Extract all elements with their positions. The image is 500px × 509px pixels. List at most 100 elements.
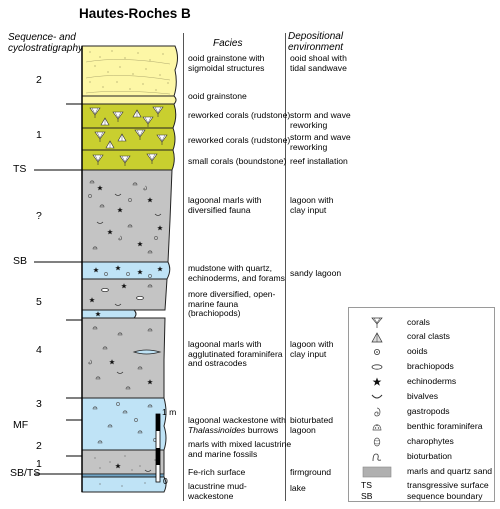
legend-label: benthic foraminifera: [407, 421, 483, 431]
legend-item: echinoderms: [349, 375, 494, 389]
environment-line: lake: [290, 483, 306, 493]
facies-column-divider: [183, 33, 184, 501]
facies-line: marine fauna: [188, 298, 239, 309]
legend-item: bivalves: [349, 390, 494, 404]
facies-line-rest: burrows: [245, 424, 279, 435]
sb-abbrev: SB: [361, 491, 373, 501]
sequence-label-question: ?: [36, 210, 42, 222]
environment-text: ooid shoal with tidal sandwave: [290, 53, 347, 73]
echinoderms-icon: [359, 375, 395, 389]
sequence-label-sb: SB: [13, 255, 28, 267]
gastropods-icon: [359, 405, 395, 419]
environment-line: lagoon with: [290, 339, 334, 349]
facies-line: marls with mixed lacustrine: [188, 439, 292, 449]
charophytes-icon: [359, 435, 395, 449]
facies-line: ooid grainstone with: [188, 53, 265, 63]
environment-text: reef installation: [290, 156, 348, 167]
benthic-foraminifera-icon: [359, 420, 395, 434]
facies-line: Thalassinoides burrows: [188, 424, 286, 436]
environment-line: firmground: [290, 467, 332, 477]
facies-text: small corals (boundstone): [188, 156, 287, 167]
legend-item: brachiopods: [349, 360, 494, 374]
facies-line: reworked corals (rudstone): [188, 135, 291, 145]
facies-line: lagoonal marls with: [188, 339, 262, 349]
environment-text: firmground: [290, 467, 332, 478]
legend-label: echinoderms: [407, 376, 457, 386]
environment-line: storm and wave: [290, 132, 351, 142]
environment-line: lagoon: [290, 424, 316, 435]
legend-label: gastropods: [407, 406, 450, 416]
legend-label: charophytes: [407, 436, 454, 446]
legend-label: bioturbation: [407, 451, 452, 461]
facies-line: sigmoidal structures: [188, 62, 265, 73]
facies-text: reworked corals (rudstone): [188, 135, 291, 146]
facies-line: lagoonal wackestone with: [188, 415, 286, 425]
environment-column-divider: [285, 33, 286, 501]
legend-label: marls and quartz sand: [407, 466, 493, 476]
sequence-label-2-top: 2: [36, 74, 42, 86]
facies-text: lagoonal wackestone with Thalassinoides …: [188, 415, 286, 436]
facies-line: wackestone: [188, 490, 234, 501]
environment-text: lagoon with clay input: [290, 339, 334, 359]
legend-label: bivalves: [407, 391, 439, 401]
legend-label: coral clasts: [407, 331, 450, 341]
facies-text: lagoonal marls with agglutinated foramin…: [188, 339, 283, 369]
legend: corals coral clasts ooids brachiopods ec…: [348, 307, 495, 502]
environment-line: clay input: [290, 348, 327, 359]
environment-header: Depositional environment: [288, 31, 343, 53]
facies-line: lacustrine mud-: [188, 481, 247, 491]
facies-text: mudstone with quartz, echinoderms, and f…: [188, 263, 285, 283]
sequence-label-4: 4: [36, 344, 42, 356]
environment-text: bioturbated lagoon: [290, 415, 334, 435]
bivalves-icon: [359, 390, 395, 404]
environment-line: lagoon with: [290, 195, 334, 205]
environment-text: sandy lagoon: [290, 268, 342, 279]
legend-item: charophytes: [349, 435, 494, 449]
facies-header: Facies: [213, 38, 243, 49]
environment-line: reworking: [290, 141, 328, 152]
facies-text: marls with mixed lacustrine and marine f…: [188, 439, 292, 459]
legend-item: ooids: [349, 345, 494, 359]
environment-line: storm and wave: [290, 110, 351, 120]
environment-text: storm and wave reworking: [290, 110, 351, 130]
facies-line: Fe-rich surface: [188, 467, 246, 477]
facies-line: and ostracodes: [188, 358, 247, 369]
environment-line: reef installation: [290, 156, 348, 166]
facies-text: Fe-rich surface: [188, 467, 246, 478]
environment-text: lake: [290, 483, 306, 494]
scale-top-label: 1 m: [162, 407, 177, 417]
legend-item: gastropods: [349, 405, 494, 419]
facies-text: lagoonal marls with diversified fauna: [188, 195, 262, 215]
legend-label: ooids: [407, 346, 428, 356]
facies-text: ooid grainstone with sigmoidal structure…: [188, 53, 265, 73]
environment-line: sandy lagoon: [290, 268, 342, 278]
facies-line: and marine fossils: [188, 448, 258, 459]
facies-line: ooid grainstone: [188, 91, 247, 101]
environment-header-line1: Depositional: [288, 31, 344, 42]
sequence-label-5: 5: [36, 296, 42, 308]
facies-line: small corals (boundstone): [188, 156, 287, 166]
environment-line: tidal sandwave: [290, 62, 347, 73]
legend-label: transgressive surface: [407, 480, 489, 490]
legend-item: coral clasts: [349, 330, 494, 344]
facies-text: lacustrine mud- wackestone: [188, 481, 247, 501]
facies-line: agglutinated foraminifera: [188, 348, 283, 359]
ts-abbrev: TS: [361, 480, 372, 490]
sequence-label-mf: MF: [13, 419, 29, 431]
environment-line: ooid shoal with: [290, 53, 347, 63]
environment-header-line2: environment: [288, 42, 344, 53]
sequence-label-3: 3: [36, 398, 42, 410]
figure-title: Hautes-Roches B: [79, 6, 191, 21]
legend-label: sequence boundary: [407, 491, 483, 501]
sequence-label-ts: TS: [13, 163, 27, 175]
corals-icon: [359, 316, 395, 330]
environment-line: reworking: [290, 119, 328, 130]
environment-text: storm and wave reworking: [290, 132, 351, 152]
bioturbation-icon: [359, 450, 395, 464]
coral-clasts-icon: [359, 330, 395, 344]
facies-line: mudstone with quartz,: [188, 263, 273, 273]
environment-line: bioturbated: [290, 415, 334, 425]
facies-line: more diversified, open-: [188, 289, 276, 299]
marls-swatch: [359, 465, 395, 479]
